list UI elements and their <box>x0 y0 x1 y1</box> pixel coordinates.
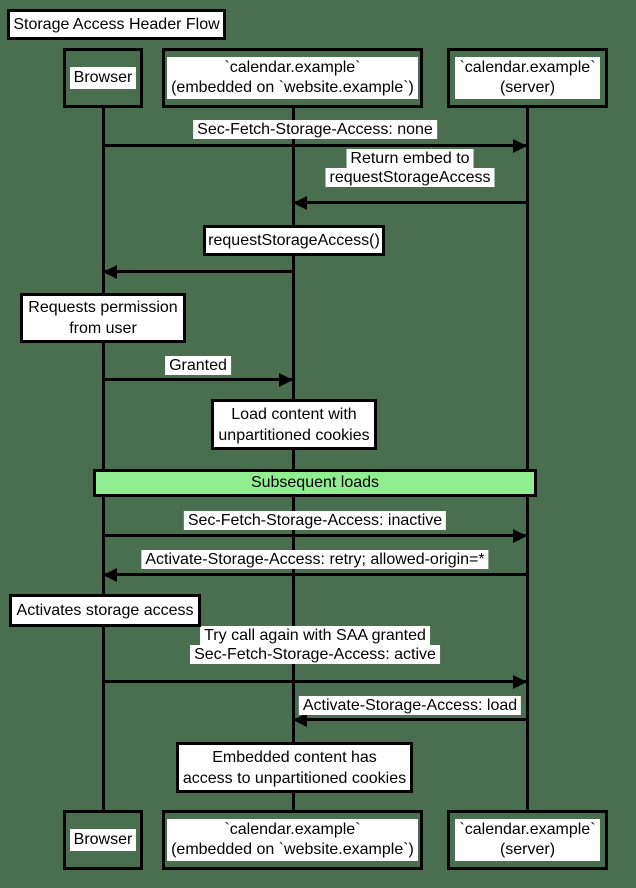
message-text: Return embed to <box>346 149 474 168</box>
participant-text: Browser <box>73 69 133 86</box>
arrowhead-right-icon <box>279 373 293 387</box>
message-text: Granted <box>165 356 231 375</box>
participant-text: (embedded on `website.example`) <box>171 79 414 96</box>
message-text: Try call again with SAA granted <box>200 626 430 645</box>
message-label-activate-load: Activate-Storage-Access: load <box>298 696 522 715</box>
participant-text: Browser <box>73 831 133 848</box>
note-embedded-content-access: Embedded content has access to unpartiti… <box>176 742 413 793</box>
message-line <box>293 201 527 204</box>
message-line <box>293 718 527 721</box>
arrowhead-left-icon <box>103 265 117 279</box>
lifeline-embed <box>291 108 295 810</box>
note-text: Activates storage access <box>16 602 194 619</box>
message-text: Sec-Fetch-Storage-Access: none <box>193 120 437 139</box>
arrowhead-left-icon <box>293 196 307 210</box>
divider-subsequent-loads: Subsequent loads <box>93 469 537 497</box>
message-line <box>103 144 527 147</box>
diagram-title: Storage Access Header Flow <box>7 9 226 40</box>
participant-server-top: `calendar.example` (server) <box>447 48 608 108</box>
message-label-try-call-again: Try call again with SAA granted Sec-Fetc… <box>190 626 440 664</box>
message-label-return-embed: Return embed to requestStorageAccess <box>325 149 495 187</box>
message-line <box>103 270 293 273</box>
note-text: requestStorageAccess() <box>208 232 380 249</box>
participant-browser-bottom: Browser <box>63 810 143 870</box>
participant-label: Browser <box>69 67 137 89</box>
arrowhead-right-icon <box>513 675 527 689</box>
divider-label: Subsequent loads <box>250 474 380 491</box>
participant-text: `calendar.example` <box>224 821 361 838</box>
participant-embed-bottom: `calendar.example` (embedded on `website… <box>162 810 423 870</box>
arrowhead-left-icon <box>293 713 307 727</box>
arrowhead-left-icon <box>103 568 117 582</box>
message-label-sec-fetch-none: Sec-Fetch-Storage-Access: none <box>193 120 437 139</box>
message-text: Sec-Fetch-Storage-Access: active <box>190 645 440 664</box>
message-text: requestStorageAccess <box>325 168 495 187</box>
participant-text: `calendar.example` <box>224 59 361 76</box>
message-line <box>103 573 527 576</box>
message-line <box>103 680 527 683</box>
message-label-activate-retry: Activate-Storage-Access: retry; allowed-… <box>141 550 489 569</box>
participant-text: (embedded on `website.example`) <box>171 841 414 858</box>
message-label-sec-fetch-inactive: Sec-Fetch-Storage-Access: inactive <box>183 511 447 530</box>
note-activates-storage-access: Activates storage access <box>9 594 201 627</box>
message-label-granted: Granted <box>165 356 231 375</box>
note-load-content: Load content with unpartitioned cookies <box>211 399 377 450</box>
note-request-storage-access: requestStorageAccess() <box>203 225 385 256</box>
participant-text: `calendar.example` <box>459 59 596 76</box>
participant-label: Browser <box>69 829 137 851</box>
participant-label: `calendar.example` (server) <box>455 819 600 861</box>
message-line <box>103 534 527 537</box>
note-text: from user <box>69 320 137 337</box>
participant-server-bottom: `calendar.example` (server) <box>447 810 608 870</box>
participant-text: `calendar.example` <box>459 821 596 838</box>
participant-label: `calendar.example` (server) <box>455 57 600 99</box>
participant-text: (server) <box>499 79 556 96</box>
note-text: unpartitioned cookies <box>218 426 370 444</box>
diagram-title-text: Storage Access Header Flow <box>13 15 220 33</box>
participant-embed-top: `calendar.example` (embedded on `website… <box>162 48 423 108</box>
lifeline-server <box>525 108 529 810</box>
message-text: Activate-Storage-Access: retry; allowed-… <box>141 550 489 569</box>
message-text: Activate-Storage-Access: load <box>298 696 522 715</box>
arrowhead-right-icon <box>513 529 527 543</box>
participant-text: (server) <box>499 841 556 858</box>
participant-label: `calendar.example` (embedded on `website… <box>167 57 418 99</box>
message-text: Sec-Fetch-Storage-Access: inactive <box>183 511 447 530</box>
note-text: access to unpartitioned cookies <box>182 769 407 787</box>
arrowhead-right-icon <box>513 139 527 153</box>
note-text: Requests permission <box>28 299 178 316</box>
participant-label: `calendar.example` (embedded on `website… <box>167 819 418 861</box>
participant-browser-top: Browser <box>63 48 143 108</box>
note-requests-permission: Requests permission from user <box>20 293 186 343</box>
note-text: Load content with <box>231 405 357 423</box>
message-line <box>103 378 293 381</box>
lifeline-browser <box>101 108 105 810</box>
note-text: Embedded content has <box>212 748 377 766</box>
